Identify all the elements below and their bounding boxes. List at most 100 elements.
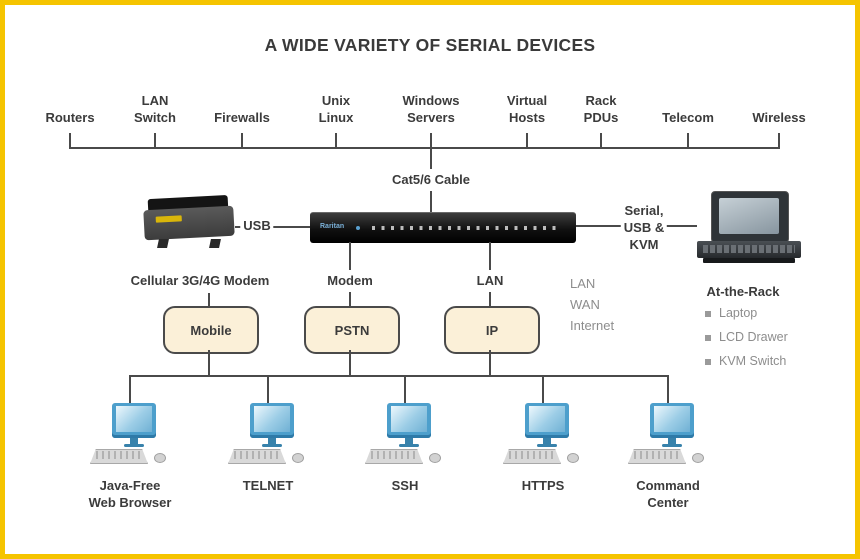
device-label-firewalls: Firewalls: [214, 110, 270, 125]
cellular-modem-icon: [138, 194, 240, 253]
network-stack-label: LAN WAN Internet: [570, 276, 615, 333]
rack-item-lcd-drawer: LCD Drawer: [719, 330, 788, 344]
client-label-https: HTTPS: [521, 478, 565, 493]
computer-screen: [254, 406, 290, 432]
connector-tick: [154, 133, 156, 147]
computer-mouse: [567, 453, 579, 463]
cat5-line-upper: [430, 147, 432, 169]
access-box-ip: IP: [444, 306, 540, 354]
bullet-square: [705, 311, 711, 317]
modem-port-label: Modem: [327, 273, 373, 288]
top-bus-line: [69, 147, 780, 149]
computer-mouse: [429, 453, 441, 463]
mobile-link-line: [208, 293, 210, 306]
bottom-bus-line: [129, 375, 669, 377]
connector-tick: [526, 133, 528, 147]
lcd-drawer-screen: [711, 191, 789, 243]
computer-screen: [529, 406, 565, 432]
computer-stand-base: [124, 444, 144, 447]
computer-stand-base: [399, 444, 419, 447]
computer-mouse: [292, 453, 304, 463]
device-label-unix-linux: Unix Linux: [318, 93, 354, 125]
computer-keys: [96, 451, 140, 459]
computer-icon-web-browser: [88, 403, 172, 467]
appliance-port-row: [372, 226, 560, 230]
computer-stand: [130, 438, 138, 444]
device-label-telecom: Telecom: [662, 110, 714, 125]
client-label-ssh: SSH: [391, 478, 419, 493]
access-box-pstn: PSTN: [304, 306, 400, 354]
usb-label: USB: [240, 217, 274, 234]
connector-tick: [69, 133, 71, 147]
device-label-wireless: Wireless: [752, 110, 806, 125]
computer-stand-base: [262, 444, 282, 447]
device-label-rack-pdus: Rack PDUs: [583, 93, 619, 125]
computer-stand: [405, 438, 413, 444]
computer-mouse: [692, 453, 704, 463]
lcd-drawer-handle: [703, 258, 795, 263]
client-label-web-browser: Java-Free Web Browser: [88, 478, 172, 510]
bullet-square: [705, 359, 711, 365]
client-drop-line: [129, 375, 131, 403]
computer-monitor: [525, 403, 569, 438]
connector-tick: [335, 133, 337, 147]
ip-bus-line: [489, 350, 491, 375]
device-label-windows-servers: Windows Servers: [402, 93, 460, 125]
connector-tick: [600, 133, 602, 147]
computer-monitor: [112, 403, 156, 438]
lan-port-line-lower: [489, 292, 491, 306]
mobile-bus-line: [208, 350, 210, 375]
diagram-title: A WIDE VARIETY OF SERIAL DEVICES: [264, 35, 596, 55]
console-server-appliance: Raritan: [310, 212, 576, 243]
client-drop-line: [667, 375, 669, 403]
serial-usb-kvm-label: Serial, USB & KVM: [620, 202, 668, 253]
appliance-led: [356, 226, 360, 230]
modem-port-line-lower: [349, 292, 351, 306]
computer-screen: [391, 406, 427, 432]
connector-tick: [778, 133, 780, 147]
client-label-telnet: TELNET: [242, 478, 294, 493]
computer-stand-base: [662, 444, 682, 447]
modem-port-line-upper: [349, 242, 351, 270]
computer-stand: [543, 438, 551, 444]
cat5-cable-label: Cat5/6 Cable: [391, 172, 471, 187]
computer-stand: [668, 438, 676, 444]
client-drop-line: [542, 375, 544, 403]
computer-keys: [634, 451, 678, 459]
computer-mouse: [154, 453, 166, 463]
modem-foot: [209, 239, 221, 248]
at-the-rack-title: At-the-Rack: [706, 284, 780, 299]
lcd-drawer-icon: [697, 191, 801, 265]
computer-monitor: [387, 403, 431, 438]
client-label-command-center: Command Center: [636, 478, 700, 510]
computer-monitor: [650, 403, 694, 438]
pstn-bus-line: [349, 350, 351, 375]
rack-item-kvm-switch: KVM Switch: [719, 354, 787, 368]
computer-icon-https: [501, 403, 585, 467]
computer-monitor: [250, 403, 294, 438]
computer-icon-telnet: [226, 403, 310, 467]
cellular-modem-caption: Cellular 3G/4G Modem: [130, 273, 270, 288]
appliance-brand-logo: Raritan: [320, 223, 345, 230]
computer-screen: [116, 406, 152, 432]
connector-tick: [430, 133, 432, 147]
computer-keys: [509, 451, 553, 459]
access-box-mobile: Mobile: [163, 306, 259, 354]
computer-screen: [654, 406, 690, 432]
lcd-drawer-display: [719, 198, 779, 234]
modem-body: [143, 205, 235, 241]
lcd-drawer-keys: [703, 245, 795, 253]
device-label-routers: Routers: [45, 110, 95, 125]
computer-icon-ssh: [363, 403, 447, 467]
modem-foot: [157, 239, 169, 248]
rack-item-laptop: Laptop: [719, 306, 758, 320]
lan-port-label: LAN: [476, 273, 504, 288]
device-label-virtual-hosts: Virtual Hosts: [506, 93, 548, 125]
computer-stand: [268, 438, 276, 444]
connector-tick: [687, 133, 689, 147]
computer-icon-command-center: [626, 403, 710, 467]
connector-tick: [241, 133, 243, 147]
computer-stand-base: [537, 444, 557, 447]
client-drop-line: [267, 375, 269, 403]
